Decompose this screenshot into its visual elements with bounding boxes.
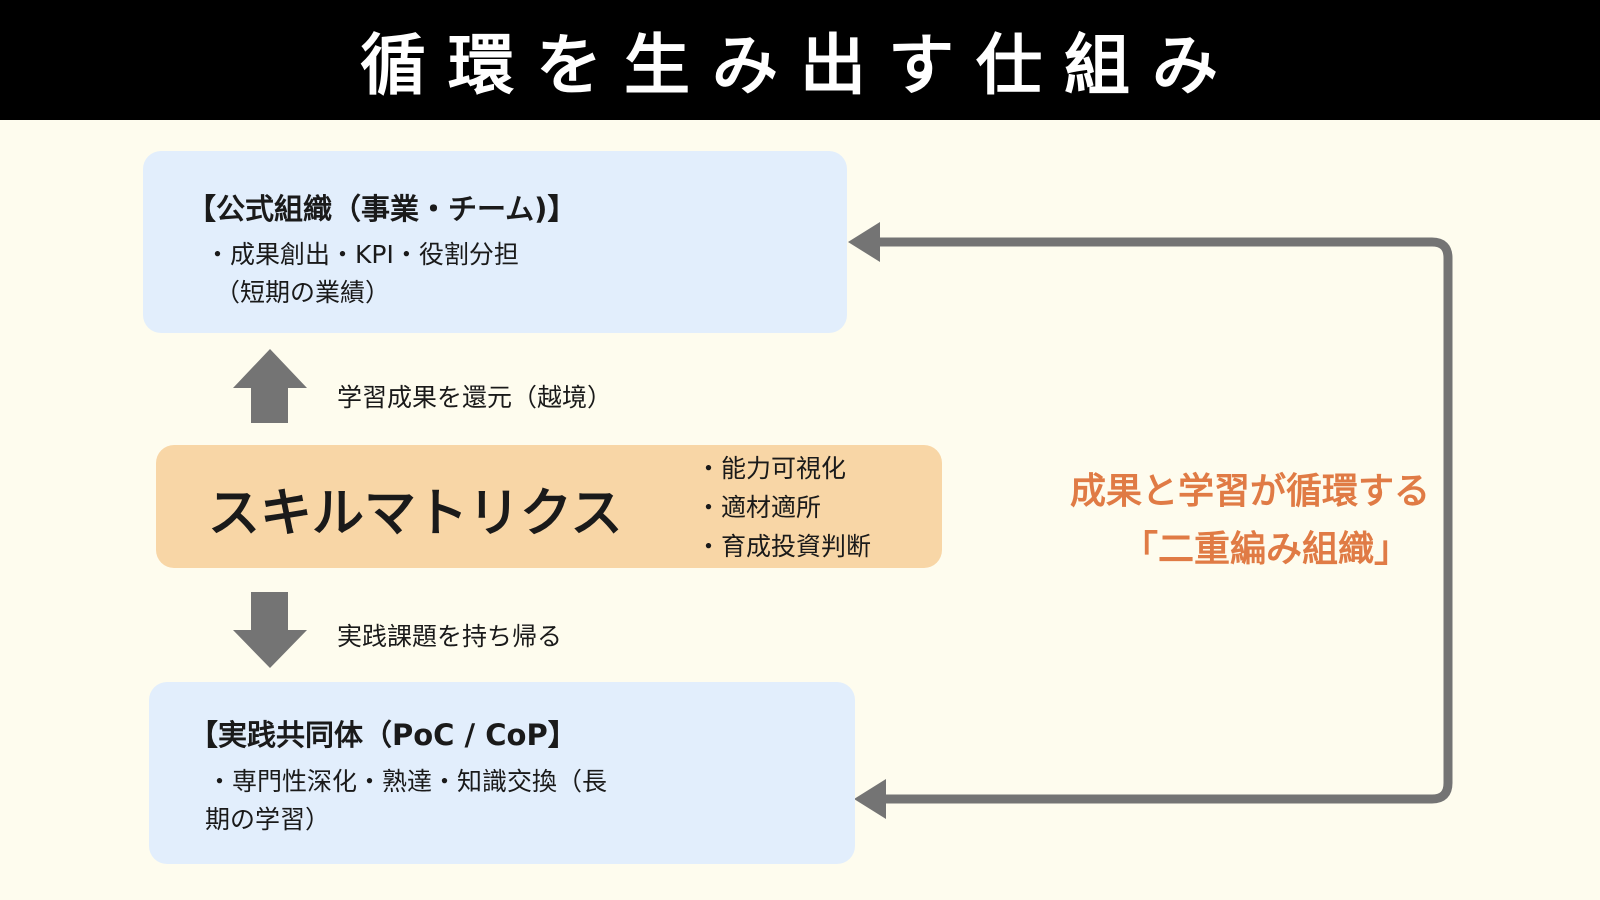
side-note-line1: 成果と学習が循環する (1069, 471, 1430, 512)
page-title: 循環を生み出す仕組み (360, 27, 1240, 104)
skill-matrix-bullets: ・能力可視化 ・適材適所 ・育成投資判断 (696, 449, 871, 566)
practice-community-line2: 期の学習） (205, 805, 331, 834)
skill-matrix-box: スキルマトリクス ・能力可視化 ・適材適所 ・育成投資判断 (156, 445, 942, 568)
formal-org-line2: （短期の業績） (215, 278, 391, 307)
formal-org-line1: ・成果創出・KPI・役割分担 (205, 240, 519, 269)
practice-community-box: 【実践共同体（PoC / CoP】 ・専門性深化・熟達・知識交換（長 期の学習） (149, 682, 855, 864)
practice-community-line1: ・専門性深化・熟達・知識交換（長 (207, 767, 608, 796)
formal-organization-box: 【公式組織（事業・チーム)】 ・成果創出・KPI・役割分担 （短期の業績） (143, 151, 847, 333)
loop-arrowhead-top (848, 222, 880, 262)
bullet-item: ・能力可視化 (696, 454, 847, 483)
practice-community-heading: 【実践共同体（PoC / CoP】 (189, 718, 577, 752)
title-bar: 循環を生み出す仕組み (0, 0, 1600, 120)
formal-org-heading: 【公式組織（事業・チーム)】 (187, 192, 577, 226)
loop-arrow-line (868, 237, 1453, 804)
up-arrow (233, 349, 307, 423)
bullet-item: ・適材適所 (696, 493, 822, 522)
down-arrow-label: 実践課題を持ち帰る (337, 622, 563, 651)
skill-matrix-title: スキルマトリクス (208, 484, 623, 544)
loop-arrowhead-bottom (854, 779, 886, 819)
up-arrow-label: 学習成果を還元（越境） (337, 383, 613, 412)
side-note-line2: 「二重編み組織」 (1121, 529, 1410, 570)
bullet-item: ・育成投資判断 (696, 532, 872, 561)
down-arrow (233, 592, 307, 668)
